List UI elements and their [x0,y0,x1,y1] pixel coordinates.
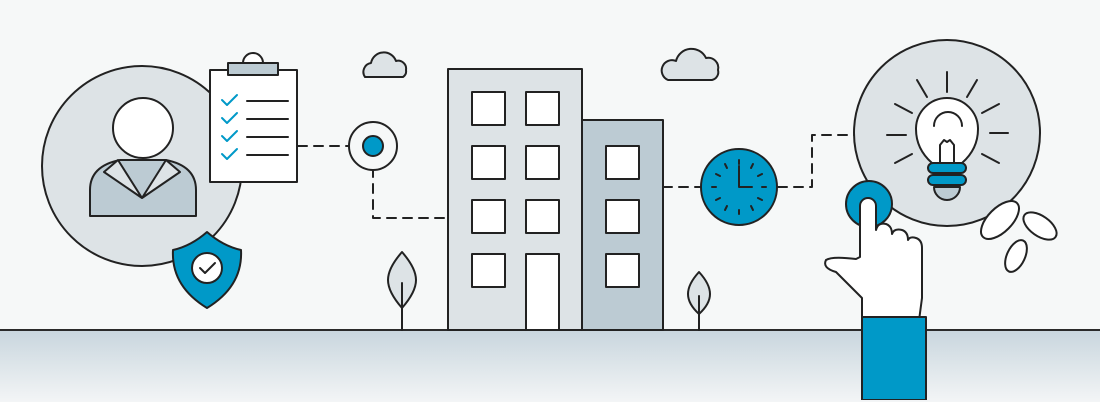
dashed-connector [297,134,857,219]
pointing-hand-icon [824,180,927,400]
cloud-icon [362,47,720,81]
clock-icon [700,148,778,226]
shield-check-icon [171,231,243,309]
person-avatar-icon [41,65,243,267]
lightbulb-idea-icon [853,39,1041,227]
location-target-icon [348,121,398,171]
coins-icon [980,200,1058,273]
office-building-icon [447,68,664,331]
checklist-clipboard-icon [209,52,298,183]
tree-icon [387,251,711,331]
